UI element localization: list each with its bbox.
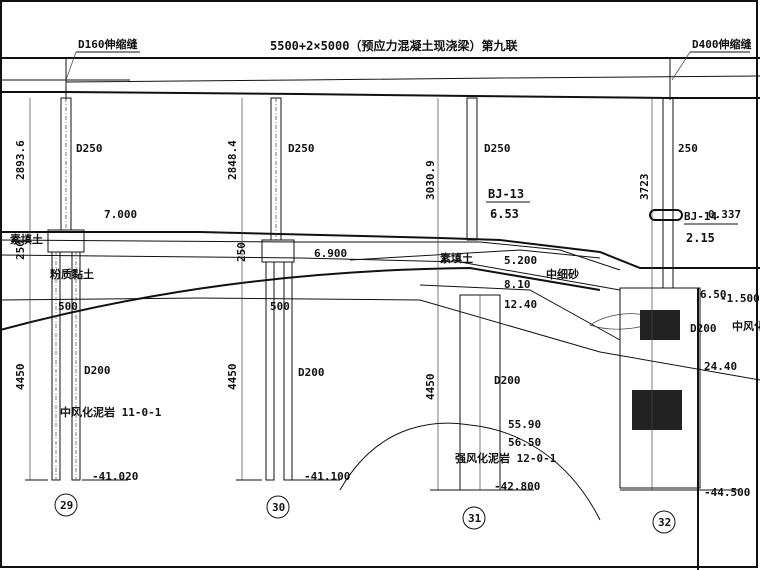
p31-pile-len: 4450	[424, 374, 437, 401]
p30-id: 30	[272, 501, 285, 514]
depth-label: 5.200	[504, 254, 537, 267]
depth-label: 24.40	[704, 360, 737, 373]
p31-col-height: 3030.9	[424, 160, 437, 200]
layer-rock-mid-label: 强风化泥岩 12-0-1	[455, 451, 557, 465]
p32-pile-tip: -44.500	[704, 486, 750, 499]
layer-rock-right-label: 中风化	[732, 319, 760, 333]
p31-col-dia: D250	[484, 142, 511, 155]
p29-pile-tip: -41.020	[92, 470, 138, 483]
p31-id: 31	[468, 512, 482, 525]
p29-cap-top: 7.000	[104, 208, 137, 221]
borehole-bj13-name: BJ-13	[488, 187, 524, 201]
depth-label: 56.50	[508, 436, 541, 449]
borehole-bj14-value: 2.15	[686, 231, 715, 245]
borehole-bj14-elev: 0.337	[708, 208, 741, 221]
joint-right-label: D400伸缩缝	[692, 37, 752, 51]
p29-col-height: 2893.6	[14, 140, 27, 180]
pier-30	[236, 97, 340, 519]
p30-col-dia: D250	[288, 142, 315, 155]
p30-pile-spacing: 500	[270, 300, 290, 313]
depth-label: 6.50	[700, 288, 727, 301]
pier-31	[430, 97, 534, 530]
p29-pile-len: 4450	[14, 364, 27, 391]
p30-cap-h: 250	[235, 242, 248, 262]
layer-silty-clay-label: 粉质黏土	[50, 267, 94, 281]
pier-32	[619, 97, 740, 570]
depth-label: 8.10	[504, 278, 531, 291]
p32-col-height: 3723	[638, 174, 651, 201]
pier-29	[25, 97, 128, 517]
soil-layer-lines	[0, 231, 760, 521]
p32-col-dia: 250	[678, 142, 698, 155]
layer-fill-label: 素填土	[10, 232, 43, 246]
layer-sand-label: 中细砂	[546, 267, 579, 281]
p30-pile-tip: -41.100	[304, 470, 350, 483]
p29-pile-spacing: 500	[58, 300, 78, 313]
joint-left-label: D160伸缩缝	[78, 37, 138, 51]
p30-pile-len: 4450	[226, 364, 239, 391]
deck	[0, 57, 760, 100]
depth-label: 55.90	[508, 418, 541, 431]
p32-pile-dia: D200	[690, 322, 717, 335]
p30-col-height: 2848.4	[226, 140, 239, 180]
p29-pile-dia: D200	[84, 364, 111, 377]
span-title: 5500+2×5000（预应力混凝土现浇梁）第九联	[270, 38, 517, 53]
p29-cap-h: 250	[14, 240, 27, 260]
layer-rock-left-label: 中风化泥岩 11-0-1	[60, 405, 162, 419]
borehole-bj13-value: 6.53	[490, 207, 519, 221]
p29-col-dia: D250	[76, 142, 103, 155]
depth-label: -1.500	[720, 292, 760, 305]
layer-fill-label-mid: 素填土	[440, 251, 473, 265]
p29-id: 29	[60, 499, 73, 512]
p30-pile-dia: D200	[298, 366, 325, 379]
depth-label: 12.40	[504, 298, 537, 311]
p30-cap-top: 6.900	[314, 247, 347, 260]
p32-id: 32	[658, 516, 671, 529]
borehole-bj14-name: BJ-14	[684, 210, 717, 223]
p31-pile-dia: D200	[494, 374, 521, 387]
p31-pile-tip: -42.800	[494, 480, 540, 493]
